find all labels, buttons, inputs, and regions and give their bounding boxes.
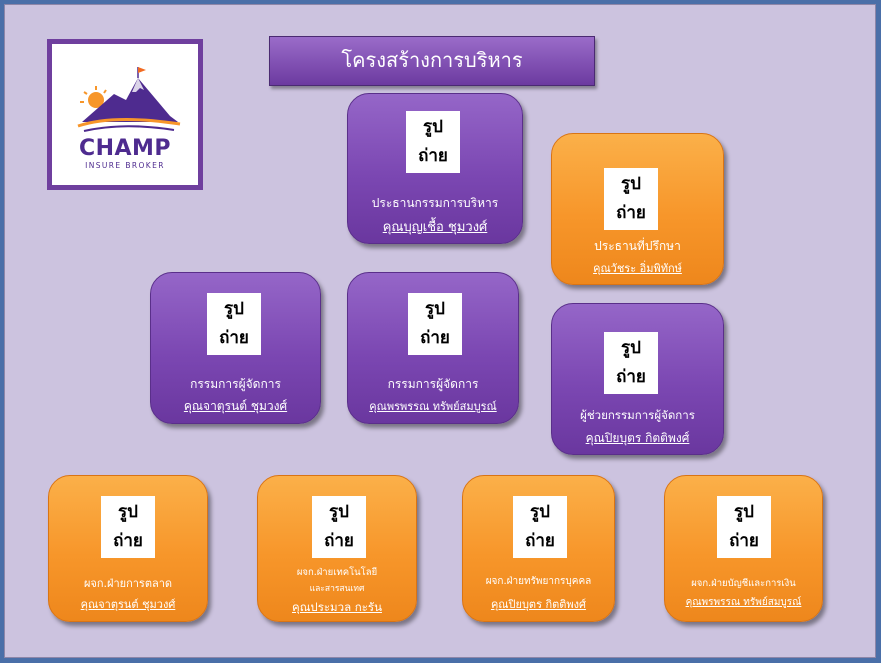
node-name: คุณบุญเชื้อ ชุมวงศ์ (382, 220, 488, 235)
logo-tagline: INSURE BROKER (85, 161, 165, 170)
node-name: คุณประมวล กะรัน (292, 600, 382, 614)
org-node-finance: รูป ถ่าย ผจก.ฝ่ายบัญชีและการเงิน คุณพรพร… (664, 475, 823, 622)
node-name: คุณจาตุรนต์ ชุมวงศ์ (183, 399, 288, 413)
node-name: คุณพรพรรณ ทรัพย์สมบูรณ์ (369, 400, 497, 413)
org-node-hr: รูป ถ่าย ผจก.ฝ่ายทรัพยากรบุคคล คุณปิยบุต… (462, 475, 615, 622)
photo-placeholder: รูป ถ่าย (717, 496, 771, 558)
photo-placeholder: รูป ถ่าย (312, 496, 366, 558)
org-node-md-1: รูป ถ่าย กรรมการผู้จัดการ คุณจาตุรนต์ ชุ… (150, 272, 321, 424)
node-role: ผจก.ฝ่ายบัญชีและการเงิน (691, 578, 796, 589)
node-name: คุณจาตุรนต์ ชุมวงศ์ (80, 598, 176, 611)
node-role: ประธานที่ปรึกษา (594, 239, 681, 253)
champ-logo: CHAMP INSURE BROKER (47, 39, 203, 190)
photo-placeholder: รูป ถ่าย (604, 168, 658, 230)
mountain-sun-icon (77, 67, 181, 132)
node-role-line2: และสารสนเทศ (309, 584, 365, 594)
org-node-md-2: รูป ถ่าย กรรมการผู้จัดการ คุณพรพรรณ ทรัพ… (347, 272, 519, 424)
photo-placeholder: รูป ถ่าย (408, 293, 462, 355)
node-role: กรรมการผู้จัดการ (387, 377, 479, 391)
photo-placeholder: รูป ถ่าย (406, 111, 460, 173)
photo-placeholder: รูป ถ่าย (513, 496, 567, 558)
node-name: คุณพรพรรณ ทรัพย์สมบูรณ์ (685, 597, 802, 608)
org-node-assistant-md: รูป ถ่าย ผู้ช่วยกรรมการผู้จัดการ คุณปิยบ… (551, 303, 724, 455)
org-node-marketing: รูป ถ่าย ผจก.ฝ่ายการตลาด คุณจาตุรนต์ ชุม… (48, 475, 208, 622)
node-role: ผู้ช่วยกรรมการผู้จัดการ (580, 408, 695, 422)
org-node-advisor: รูป ถ่าย ประธานที่ปรึกษา คุณวัชระ อิ่มพิ… (551, 133, 724, 285)
org-node-it: รูป ถ่าย ผจก.ฝ่ายเทคโนโลยี และสารสนเทศ ค… (257, 475, 417, 622)
node-role: กรรมการผู้จัดการ (190, 377, 281, 391)
node-name: คุณปิยบุตร กิตติพงศ์ (490, 598, 587, 611)
photo-placeholder: รูป ถ่าย (207, 293, 261, 355)
node-role: ประธานกรรมการบริหาร (371, 196, 499, 210)
photo-placeholder: รูป ถ่าย (604, 332, 658, 394)
node-name: คุณปิยบุตร กิตติพงศ์ (585, 431, 690, 445)
logo-wordmark: CHAMP (78, 136, 172, 161)
photo-placeholder: รูป ถ่าย (101, 496, 155, 558)
page-title: โครงสร้างการบริหาร (269, 36, 595, 86)
node-name: คุณวัชระ อิ่มพิทักษ์ (593, 262, 682, 275)
node-role: ผจก.ฝ่ายเทคโนโลยี (296, 567, 378, 578)
node-role: ผจก.ฝ่ายการตลาด (83, 577, 173, 590)
org-node-chairman: รูป ถ่าย ประธานกรรมการบริหาร คุณบุญเชื้อ… (347, 93, 523, 244)
node-role: ผจก.ฝ่ายทรัพยากรบุคคล (485, 576, 592, 587)
